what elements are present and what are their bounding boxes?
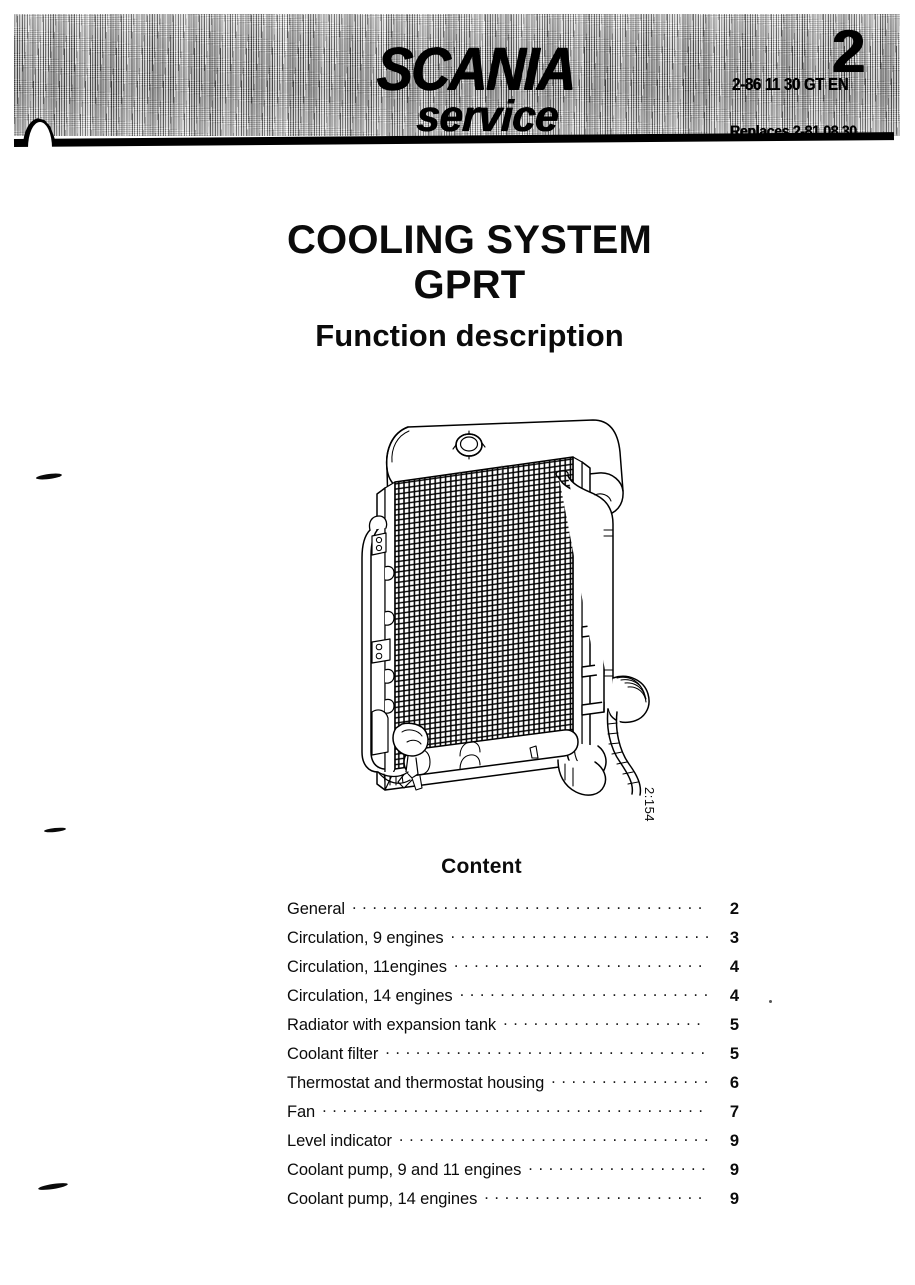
header-banner: SCANIA service 2 2-86 11 30 GT EN Replac… xyxy=(14,14,900,136)
scan-artifact-mark xyxy=(43,826,67,834)
toc-row[interactable]: Fan 7 xyxy=(287,1100,739,1129)
toc-entry-label: Circulation, 14 engines xyxy=(287,986,453,1005)
service-wordmark: service xyxy=(415,90,560,136)
toc-entry-page: 4 xyxy=(729,957,739,976)
toc-leader-dots xyxy=(450,926,708,943)
chapter-number: 2 xyxy=(832,18,865,85)
toc-entry-label: Thermostat and thermostat housing xyxy=(287,1073,545,1092)
toc-entry-label: Level indicator xyxy=(287,1131,392,1150)
toc-leader-dots xyxy=(322,1100,708,1117)
toc-row[interactable]: Circulation, 14 engines 4 xyxy=(287,984,739,1013)
toc-entry-page: 2 xyxy=(729,899,739,918)
toc-row[interactable]: Coolant pump, 14 engines 9 xyxy=(287,1187,739,1216)
toc-leader-dots xyxy=(385,1042,708,1059)
toc-entry-label: Coolant pump, 14 engines xyxy=(287,1189,478,1208)
toc-entry-page: 9 xyxy=(729,1160,739,1179)
toc-entry-label: Fan xyxy=(287,1102,316,1121)
figure-reference-number: 2:154 xyxy=(642,787,657,823)
scan-artifact-mark xyxy=(35,472,63,481)
toc-row[interactable]: General 2 xyxy=(287,897,739,926)
toc-leader-dots xyxy=(399,1129,708,1146)
toc-row[interactable]: Radiator with expansion tank 5 xyxy=(287,1013,739,1042)
toc-entry-label: General xyxy=(287,899,346,918)
toc-entry-label: Circulation, 11engines xyxy=(287,957,447,976)
toc-leader-dots xyxy=(503,1013,708,1030)
toc-entry-page: 9 xyxy=(729,1131,739,1150)
banner-shading-overlay xyxy=(14,14,900,136)
toc-row[interactable]: Coolant filter 5 xyxy=(287,1042,739,1071)
toc-entry-page: 7 xyxy=(729,1102,739,1121)
toc-row[interactable]: Circulation, 11engines 4 xyxy=(287,955,739,984)
toc-row[interactable]: Thermostat and thermostat housing 6 xyxy=(287,1071,739,1100)
toc-entry-label: Coolant filter xyxy=(287,1044,379,1063)
toc-entry-label: Circulation, 9 engines xyxy=(287,928,444,947)
toc-leader-dots xyxy=(454,955,708,972)
toc-row[interactable]: Coolant pump, 9 and 11 engines 9 xyxy=(287,1158,739,1187)
scan-artifact-speck xyxy=(769,1000,772,1003)
toc-entry-label: Coolant pump, 9 and 11 engines xyxy=(287,1160,522,1179)
document-replaces-note: Replaces 2-81 08 30 xyxy=(730,121,857,136)
toc-leader-dots xyxy=(484,1187,708,1204)
toc-row[interactable]: Level indicator 9 xyxy=(287,1129,739,1158)
toc-leader-dots xyxy=(460,984,708,1001)
toc-entry-page: 6 xyxy=(729,1073,739,1092)
scan-artifact-mark xyxy=(37,1181,69,1192)
toc-entry-page: 3 xyxy=(729,928,739,947)
page-title-block: COOLING SYSTEM GPRT Function description xyxy=(0,218,915,354)
toc-entry-page: 9 xyxy=(729,1189,739,1208)
table-of-contents: General2Circulation, 9 engines3Circulati… xyxy=(287,897,739,1216)
toc-entry-label: Radiator with expansion tank xyxy=(287,1015,497,1034)
toc-leader-dots xyxy=(551,1071,708,1088)
toc-leader-dots xyxy=(528,1158,708,1175)
radiator-illustration xyxy=(352,412,664,842)
toc-entry-page: 4 xyxy=(729,986,739,1005)
toc-leader-dots xyxy=(352,897,708,914)
page-subtitle: Function description xyxy=(315,317,624,353)
page-title-line-1: COOLING SYSTEM xyxy=(286,218,653,262)
page-title-line-2: GPRT xyxy=(413,262,526,307)
toc-row[interactable]: Circulation, 9 engines 3 xyxy=(287,926,739,955)
toc-entry-page: 5 xyxy=(729,1015,739,1034)
toc-entry-page: 5 xyxy=(729,1044,739,1063)
document-code: 2-86 11 30 GT EN xyxy=(732,74,849,95)
content-heading: Content xyxy=(441,855,522,878)
